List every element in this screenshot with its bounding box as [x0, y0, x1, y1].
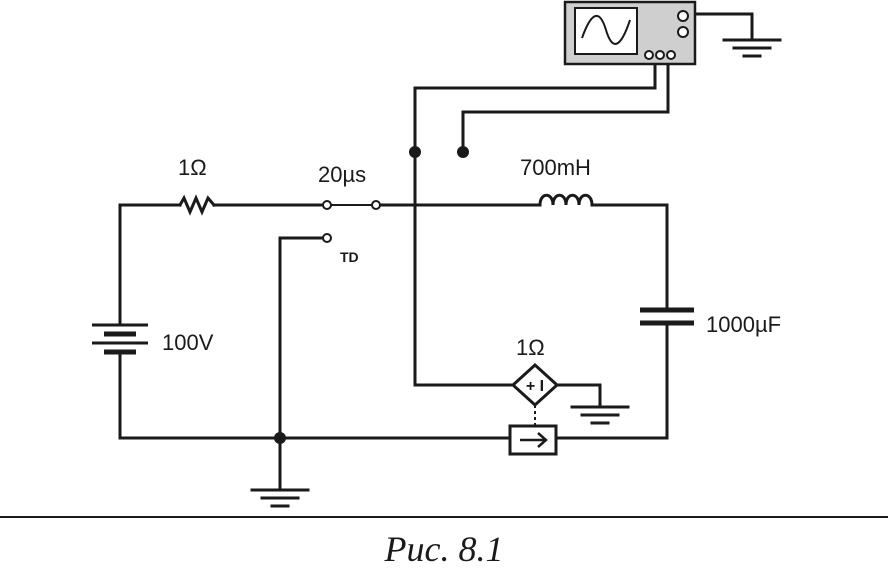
capacitor: [640, 307, 694, 326]
oscilloscope-icon: [563, 0, 697, 66]
ground-icon: [250, 488, 310, 508]
ground-icon: [570, 405, 630, 425]
svg-text:+ I: + I: [526, 378, 544, 395]
switch-time-label: 20µs: [318, 162, 366, 187]
inductor: [538, 193, 594, 207]
dependent-source: + I: [510, 362, 560, 426]
ground-icon: [722, 38, 782, 58]
wires: [118, 12, 754, 490]
sense-label: 1Ω: [516, 335, 545, 360]
battery-label: 100V: [162, 330, 214, 355]
capacitor-label: 1000µF: [706, 312, 781, 337]
figure-caption: Рис. 8.1: [384, 529, 504, 569]
resistor: [177, 194, 217, 216]
junction-dots: [274, 146, 469, 444]
junction-dot: [457, 146, 469, 158]
time-switch: [322, 200, 381, 243]
current-sensor: [508, 424, 558, 456]
inductor-label: 700mH: [520, 155, 591, 180]
caption-rule: [0, 516, 888, 518]
switch-td-label: TD: [340, 249, 359, 265]
battery: [92, 323, 148, 355]
resistor-label: 1Ω: [178, 155, 207, 180]
junction-dot: [274, 432, 286, 444]
junction-dot: [409, 146, 421, 158]
